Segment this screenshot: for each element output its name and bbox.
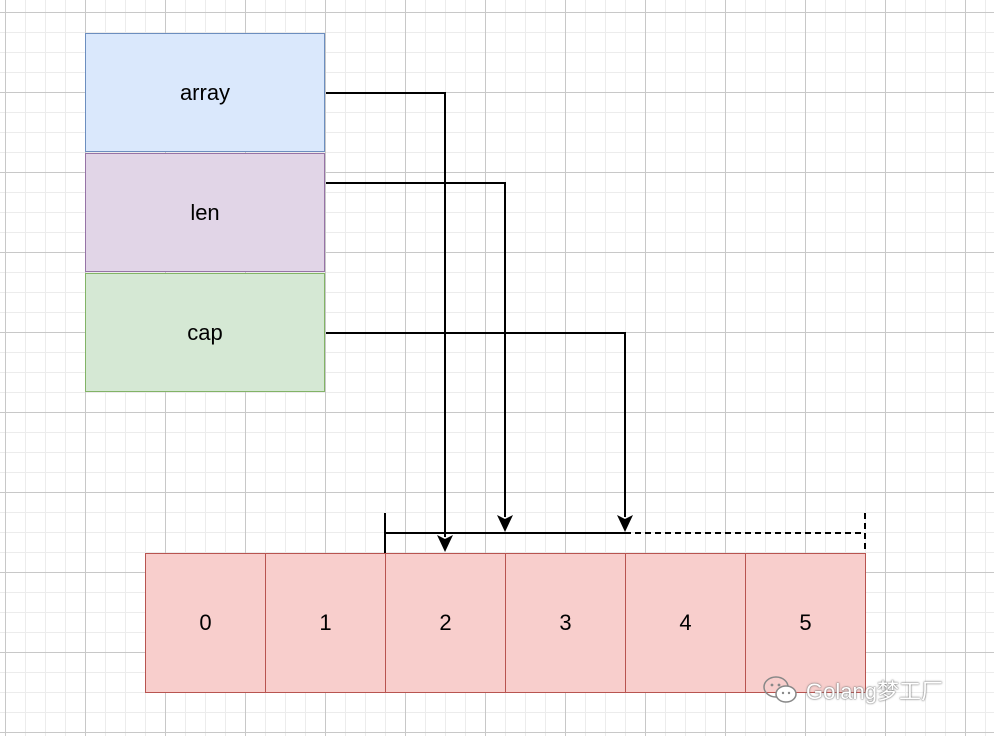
array-cell-1: 1: [265, 553, 386, 693]
array-cell-1-label: 1: [319, 610, 332, 635]
array-pointer-arrowhead: [437, 535, 453, 552]
watermark-text: Golang梦工厂: [806, 679, 943, 704]
array-cell-3-label: 3: [559, 610, 572, 635]
field-array-label: array: [179, 79, 231, 105]
array-cell-2-label: 2: [439, 610, 452, 635]
cap-pointer-line: [326, 332, 626, 517]
field-len-label: len: [190, 199, 220, 225]
array-cell-5-label: 5: [799, 610, 812, 635]
field-len: len: [85, 153, 325, 272]
len-pointer-arrowhead: [497, 515, 513, 532]
array-cell-3: 3: [505, 553, 626, 693]
array-cell-0: 0: [145, 553, 266, 693]
array-pointer-line: [326, 92, 446, 537]
watermark: Golang梦工厂: [762, 674, 943, 706]
array-cell-0-label: 0: [199, 610, 212, 635]
field-array: array: [85, 33, 325, 152]
array-cell-4: 4: [625, 553, 746, 693]
wechat-icon: [763, 676, 797, 703]
array-cell-5: 5: [745, 553, 866, 693]
field-cap-label: cap: [187, 319, 223, 345]
cap-pointer-arrowhead: [617, 515, 633, 532]
len-pointer-line: [326, 182, 506, 517]
array-cell-2: 2: [385, 553, 506, 693]
field-cap: cap: [85, 273, 325, 392]
array-cell-4-label: 4: [679, 610, 692, 635]
